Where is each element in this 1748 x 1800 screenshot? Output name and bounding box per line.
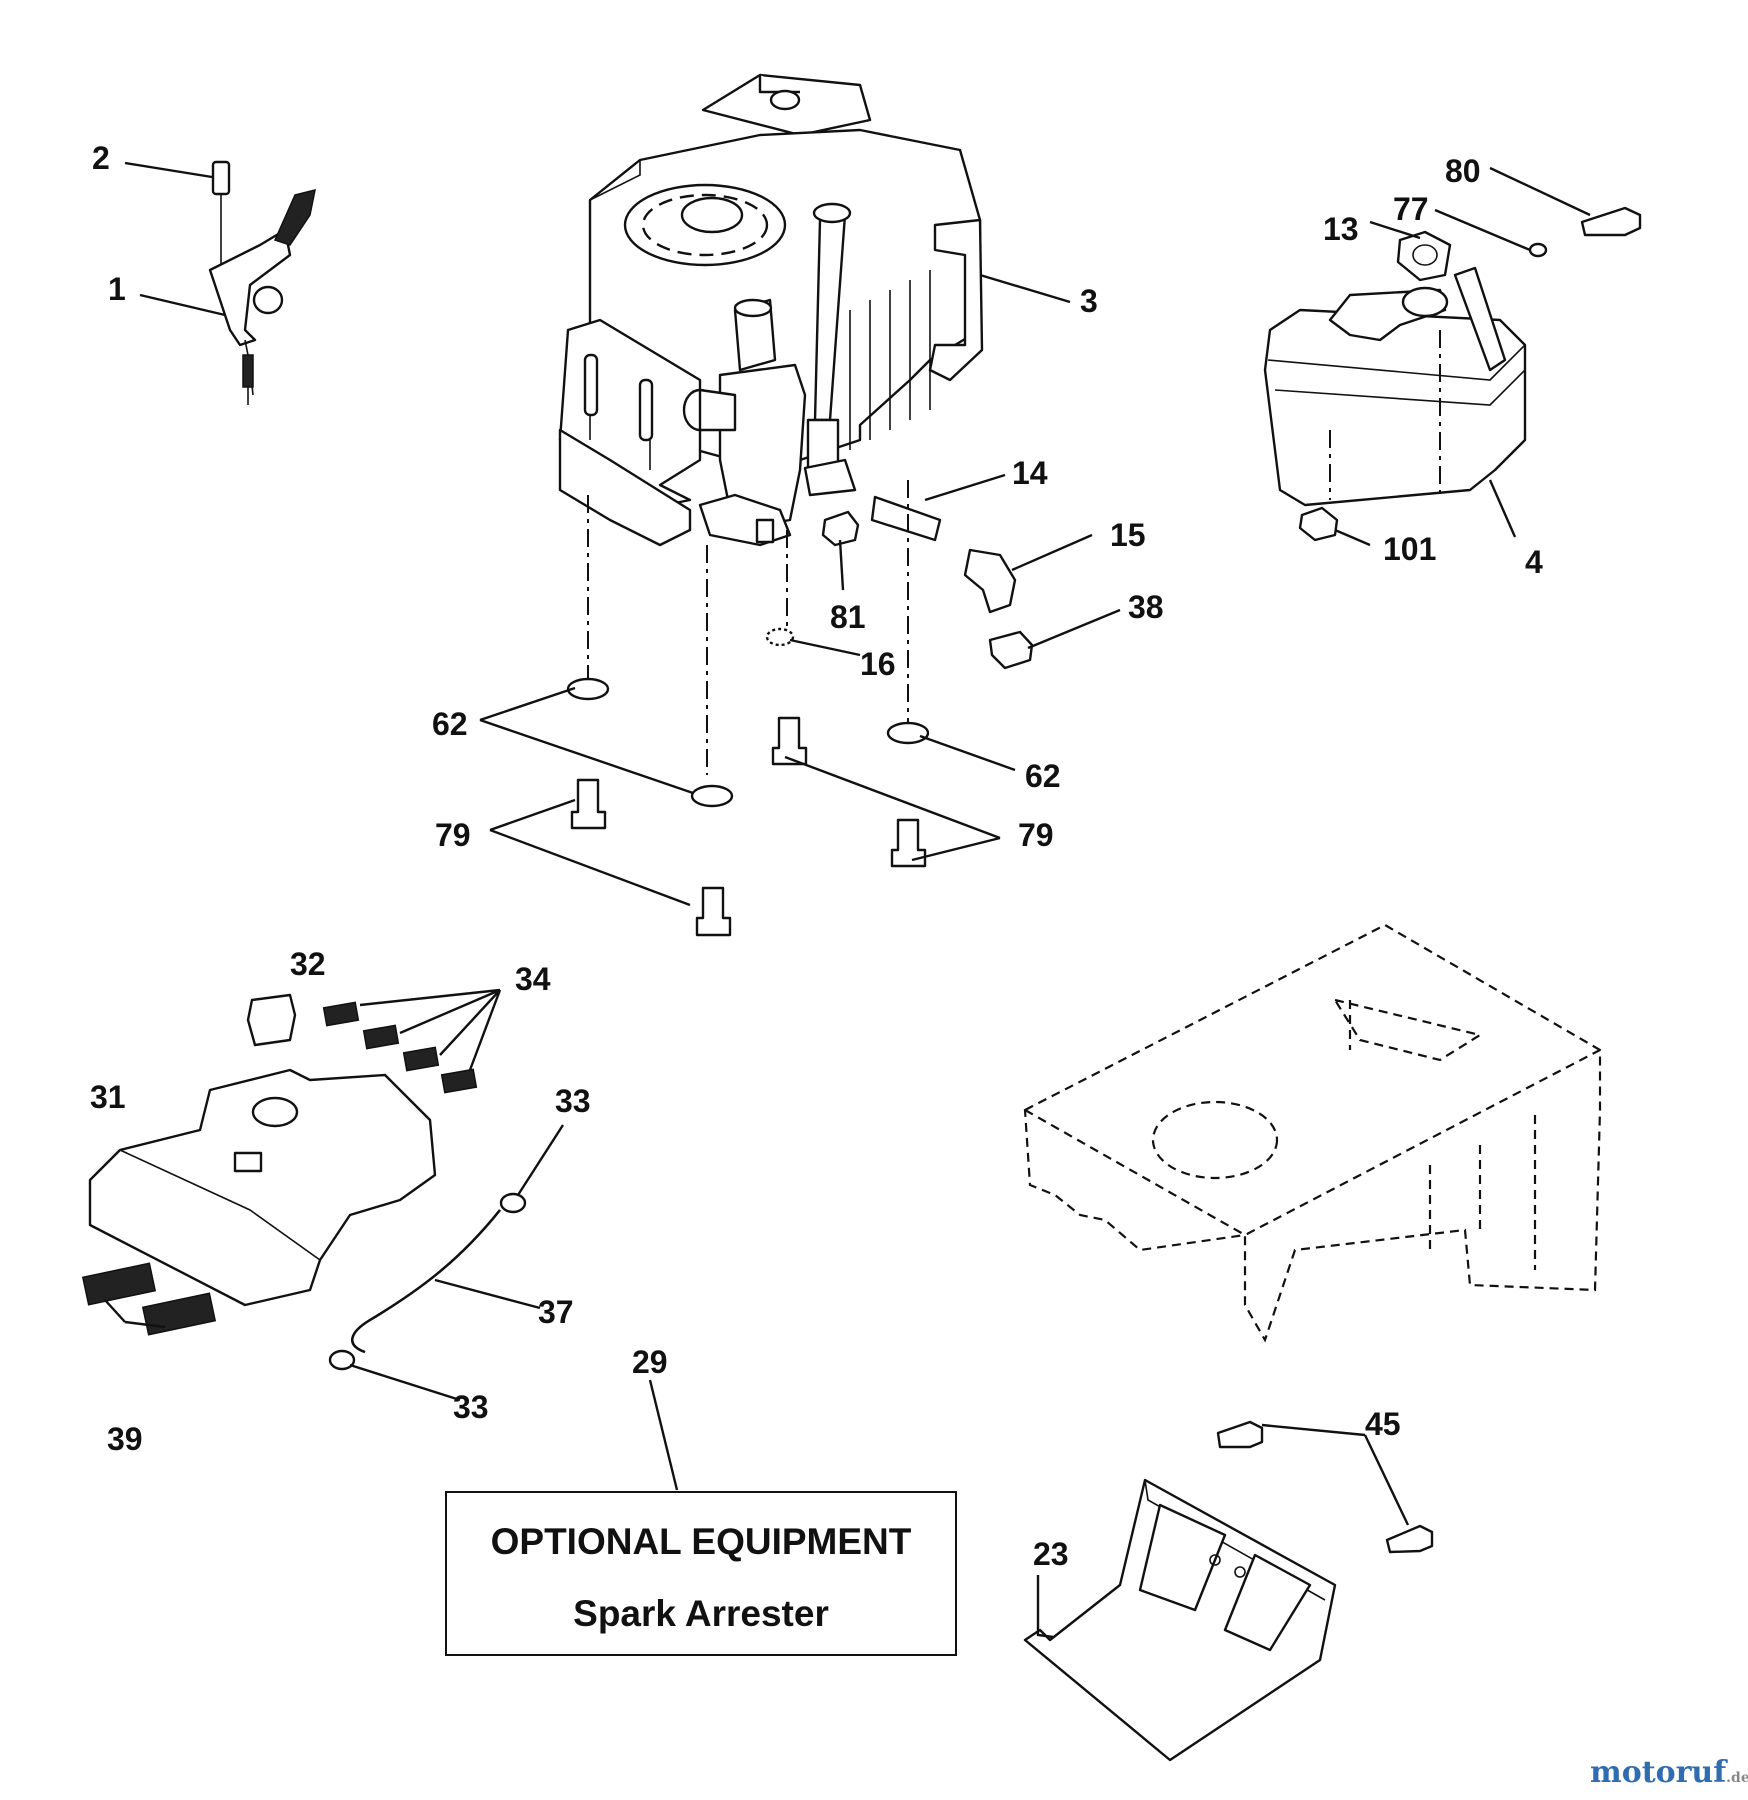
spark-arrester-label: Spark Arrester [573, 1593, 829, 1634]
label-14: 14 [1012, 455, 1048, 491]
label-45: 45 [1365, 1406, 1401, 1442]
label-62b: 62 [1025, 758, 1061, 794]
label-79b: 79 [1018, 817, 1054, 853]
label-39: 39 [107, 1421, 143, 1457]
label-23: 23 [1033, 1536, 1069, 1572]
bolt-79c [771, 716, 808, 766]
bolt-79b [695, 886, 732, 937]
label-38: 38 [1128, 589, 1164, 625]
optional-equipment-box: OPTIONAL EQUIPMENT Spark Arrester [445, 1491, 957, 1656]
leader-lines [104, 161, 1591, 1639]
part-labels: 2 1 3 4 13 77 80 101 14 15 38 81 16 62 6… [90, 140, 1543, 1572]
nut-81 [821, 510, 860, 547]
bolt-79d [890, 818, 927, 868]
label-81: 81 [830, 599, 866, 635]
watermark-brand: motoruf [1590, 1755, 1727, 1790]
label-1: 1 [108, 271, 126, 307]
washer-62c [886, 721, 930, 745]
exhaust-gasket [1396, 230, 1452, 282]
label-3: 3 [1080, 283, 1098, 319]
label-4: 4 [1525, 544, 1543, 580]
bolt-80 [1580, 206, 1642, 237]
muffler-guard-31 [88, 1068, 437, 1307]
clamp-33a [499, 1192, 527, 1214]
label-29: 29 [632, 1344, 668, 1380]
label-37: 37 [538, 1294, 574, 1330]
throttle-control-bracket [208, 160, 316, 405]
label-33a: 33 [555, 1083, 591, 1119]
watermark-tld: .de [1726, 1770, 1748, 1786]
label-77: 77 [1393, 191, 1429, 227]
label-79a: 79 [435, 817, 471, 853]
nut-101 [1298, 506, 1339, 542]
label-31: 31 [90, 1079, 126, 1115]
label-16: 16 [860, 646, 896, 682]
label-62a: 62 [432, 706, 468, 742]
label-13: 13 [1323, 211, 1359, 247]
pads-34 [322, 1001, 478, 1094]
watermark-logo: motoruf.de [1590, 1755, 1748, 1790]
spark-arrester-screen [1023, 1478, 1337, 1762]
screw-45b [1385, 1524, 1434, 1554]
screw-45a [1216, 1420, 1264, 1449]
label-15: 15 [1110, 517, 1146, 553]
muffler [1263, 266, 1527, 507]
drain-plug [988, 630, 1034, 670]
label-34: 34 [515, 961, 551, 997]
frame-outline [1023, 923, 1602, 1343]
clamp-33b [328, 1349, 356, 1371]
elbow-fitting [963, 548, 1017, 614]
cap-32 [246, 993, 297, 1047]
washer-62a [566, 677, 610, 701]
pipe-nipple [870, 495, 942, 542]
washer-62b [690, 784, 734, 808]
label-32: 32 [290, 946, 326, 982]
optional-equipment-title: OPTIONAL EQUIPMENT [490, 1521, 912, 1562]
label-101: 101 [1383, 531, 1436, 567]
lock-washer-77 [1528, 242, 1548, 258]
label-80: 80 [1445, 153, 1481, 189]
bolt-79a [570, 778, 607, 830]
label-2: 2 [92, 140, 110, 176]
engine-assembly [558, 73, 984, 547]
pads-39 [81, 1262, 217, 1336]
label-33b: 33 [453, 1389, 489, 1425]
washer-16 [765, 627, 795, 647]
